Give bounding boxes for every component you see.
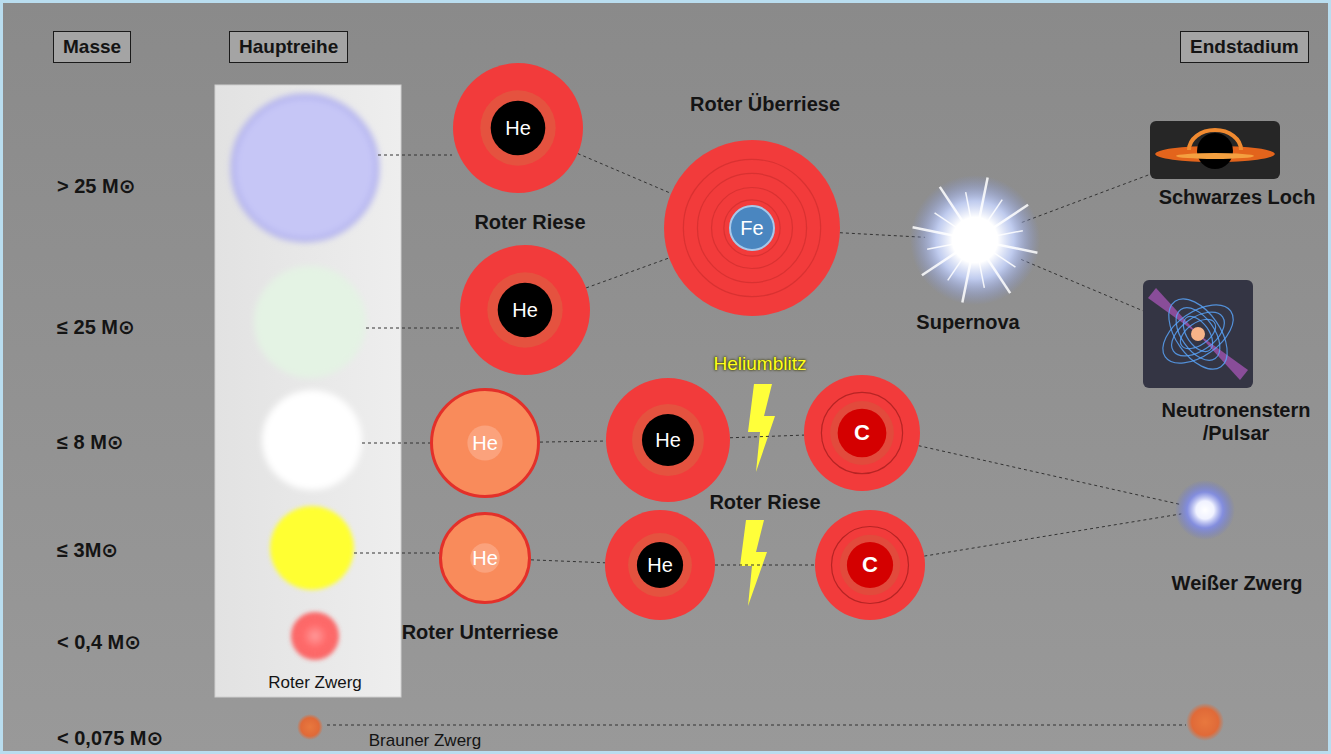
node-label: Endstadium (1190, 36, 1299, 58)
evolution-connector (578, 154, 671, 194)
node-label: Neutronenstern /Pulsar (1156, 399, 1316, 445)
red-subgiant: HeRoter Unterriese (439, 512, 531, 604)
supernova-shape (910, 175, 1040, 305)
header-box: Masse (53, 31, 131, 63)
evolution-connector (540, 441, 606, 442)
evolution-connector (924, 514, 1181, 556)
mass-label: ≤ 3M⊙ (57, 538, 118, 562)
node-label: Hauptreihe (239, 36, 338, 58)
iron-core: Fe (729, 205, 775, 251)
evolution-connector (919, 446, 1182, 505)
evolution-connector (730, 435, 804, 438)
red-giant: He (460, 245, 590, 375)
stage-label: Roter Riese (709, 491, 820, 514)
node-label: Roter Überriese (690, 93, 840, 116)
brown-dwarf: Brauner Zwerg (297, 714, 323, 740)
core-label: He (655, 429, 681, 452)
header-box: Endstadium (1180, 31, 1309, 63)
header-box: Hauptreihe (229, 31, 348, 63)
red-dwarf: Roter Zwerg (291, 612, 339, 660)
red-giant: He (606, 378, 730, 502)
black-hole: Schwarzes Loch (1150, 121, 1280, 179)
mass-label: > 25 M⊙ (57, 174, 135, 198)
core-label: C (862, 552, 878, 577)
core-label: He (512, 299, 538, 322)
supernova: Supernova (910, 175, 1040, 305)
evolution-connector (715, 565, 815, 566)
mass-label: < 0,075 M⊙ (57, 726, 163, 750)
core-label: He (647, 554, 673, 577)
black-hole-shape (1150, 121, 1280, 179)
node-label: Roter Unterriese (402, 621, 559, 644)
evolution-connector (586, 258, 669, 288)
neutron-star: Neutronenstern /Pulsar (1143, 280, 1253, 388)
node-label: Roter Riese (474, 211, 585, 234)
red-giant: HeRoter Riese (453, 63, 583, 193)
node-label: Masse (63, 36, 121, 58)
core-label: He (505, 117, 531, 140)
node-label: Schwarzes Loch (1159, 186, 1316, 209)
core-label: Fe (740, 217, 763, 240)
evolution-connector (1022, 174, 1150, 222)
node-label: Roter Zwerg (268, 673, 362, 693)
evolution-connector (531, 560, 605, 563)
red-subgiant: He (430, 388, 540, 498)
carbon-core-giant: C (815, 510, 925, 620)
core-label: He (472, 547, 498, 570)
white-dwarf: Weißer Zwerg (1175, 480, 1235, 540)
mass-label: ≤ 25 M⊙ (57, 315, 135, 339)
red-supergiant: Roter ÜberrieseFe (664, 140, 840, 316)
mass-label: < 0,4 M⊙ (57, 630, 141, 654)
neutron-star-shape (1143, 280, 1253, 388)
evolution-connector (1021, 259, 1143, 310)
white-dwarf-shape (1175, 480, 1235, 540)
red-dwarf-shape (291, 612, 339, 660)
core-label: C (854, 420, 870, 445)
red-giant: He (605, 510, 715, 620)
carbon-core-giant: C (804, 375, 920, 491)
brown-dwarf-shape (297, 714, 323, 740)
node-label: Weißer Zwerg (1172, 572, 1303, 595)
node-label: Supernova (916, 311, 1019, 334)
node-label: Brauner Zwerg (369, 731, 481, 751)
core-label: He (472, 432, 498, 455)
helium-flash-label: Heliumblitz (714, 353, 807, 375)
mass-label: ≤ 8 M⊙ (57, 430, 124, 454)
